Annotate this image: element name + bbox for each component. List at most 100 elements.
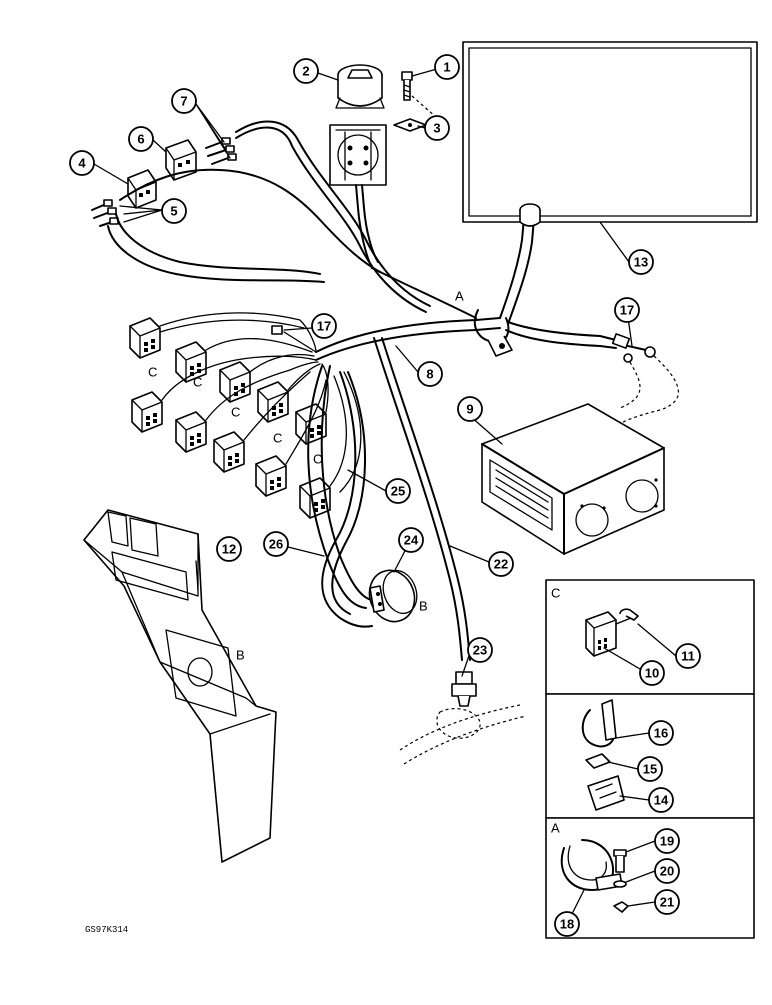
panel-grommet xyxy=(519,203,541,227)
callout-15: 15 xyxy=(637,756,663,782)
relay-connector xyxy=(255,455,287,497)
svg-text:11: 11 xyxy=(681,649,695,664)
label-b: B xyxy=(236,648,245,663)
callout-6: 6 xyxy=(128,126,154,152)
label-a: A xyxy=(455,289,464,304)
callout-2: 2 xyxy=(293,58,319,84)
callout-17-left: 17 xyxy=(311,313,337,339)
callout-7: 7 xyxy=(171,88,197,114)
switch-knob-2 xyxy=(335,64,385,109)
console-12 xyxy=(83,509,277,863)
relay-connector xyxy=(129,317,161,359)
relay-wires xyxy=(159,312,373,628)
svg-text:14: 14 xyxy=(654,793,669,808)
callout-13: 13 xyxy=(628,249,654,275)
svg-text:6: 6 xyxy=(137,132,144,147)
relay-connector xyxy=(257,381,289,423)
callout-14: 14 xyxy=(648,787,674,813)
callout-11: 11 xyxy=(675,643,701,669)
inset-clamp xyxy=(545,817,755,939)
svg-text:13: 13 xyxy=(634,255,648,270)
inset-label-c: C xyxy=(551,586,560,601)
svg-text:18: 18 xyxy=(560,917,574,932)
gauge-24 xyxy=(368,569,418,623)
svg-text:2: 2 xyxy=(302,64,309,79)
label-b: B xyxy=(419,599,428,614)
svg-text:15: 15 xyxy=(643,762,657,777)
connector-4 xyxy=(127,169,157,209)
relay-connector xyxy=(175,411,207,453)
svg-text:19: 19 xyxy=(660,834,674,849)
callout-16: 16 xyxy=(648,720,674,746)
svg-text:22: 22 xyxy=(494,557,508,572)
callout-26: 26 xyxy=(263,531,289,557)
svg-text:23: 23 xyxy=(473,643,487,658)
callout-4: 4 xyxy=(69,150,95,176)
callout-21: 21 xyxy=(654,889,680,915)
svg-text:25: 25 xyxy=(391,484,405,499)
inset-label-a: A xyxy=(551,821,560,836)
cable-22 xyxy=(373,337,471,661)
svg-text:10: 10 xyxy=(645,666,659,681)
svg-text:8: 8 xyxy=(426,367,433,382)
heater-box-9 xyxy=(481,403,665,555)
callout-5: 5 xyxy=(161,198,187,224)
terminals-7 xyxy=(205,137,237,165)
svg-text:7: 7 xyxy=(180,94,187,109)
relay-connector xyxy=(213,431,245,473)
leader-lines xyxy=(93,68,677,913)
drawing-reference: GS97K314 xyxy=(85,925,128,935)
callout-25: 25 xyxy=(385,478,411,504)
sensor-23 xyxy=(451,671,477,707)
callout-10: 10 xyxy=(639,660,665,686)
label-c: C xyxy=(273,431,282,446)
callout-17-right: 17 xyxy=(614,297,640,323)
connector-6 xyxy=(165,139,197,181)
callout-12: 12 xyxy=(216,536,242,562)
label-c: C xyxy=(148,365,157,380)
svg-text:24: 24 xyxy=(404,533,419,548)
svg-text:3: 3 xyxy=(433,121,440,136)
callout-9: 9 xyxy=(457,396,483,422)
callout-8: 8 xyxy=(417,361,443,387)
relay-connector xyxy=(131,391,163,433)
svg-text:12: 12 xyxy=(222,542,236,557)
letter-labels: A C C C C C B B C A xyxy=(148,289,560,836)
terminals-5 xyxy=(91,199,119,227)
callout-24: 24 xyxy=(398,527,424,553)
callout-22: 22 xyxy=(488,551,514,577)
svg-text:5: 5 xyxy=(170,204,177,219)
svg-text:26: 26 xyxy=(269,537,283,552)
svg-text:1: 1 xyxy=(443,60,450,75)
label-c: C xyxy=(193,375,202,390)
relay-connector xyxy=(219,361,251,403)
svg-text:17: 17 xyxy=(620,303,634,318)
relay-connector xyxy=(299,477,331,519)
svg-text:16: 16 xyxy=(654,726,668,741)
svg-text:9: 9 xyxy=(466,402,473,417)
terminal-17-right xyxy=(606,333,679,449)
panel-13 xyxy=(462,41,758,223)
label-c: C xyxy=(313,452,322,467)
label-c: C xyxy=(231,405,240,420)
svg-text:21: 21 xyxy=(660,895,674,910)
svg-text:17: 17 xyxy=(317,319,331,334)
callout-19: 19 xyxy=(654,828,680,854)
bracket-3 xyxy=(393,118,427,132)
inset-connector xyxy=(545,579,755,695)
callout-1: 1 xyxy=(434,54,460,80)
callout-3: 3 xyxy=(424,115,450,141)
callout-23: 23 xyxy=(467,637,493,663)
clamp-a-installed xyxy=(473,309,513,357)
svg-text:20: 20 xyxy=(660,864,674,879)
callout-20: 20 xyxy=(654,858,680,884)
svg-text:4: 4 xyxy=(78,156,86,171)
harness-8 xyxy=(107,120,617,361)
callout-18: 18 xyxy=(554,911,580,937)
relay-connector-cluster xyxy=(129,317,331,519)
switch-housing xyxy=(329,124,387,186)
callouts: 1 2 3 4 5 6 7 8 9 10 11 12 13 14 15 16 1… xyxy=(69,54,701,937)
bolt-1 xyxy=(401,71,413,101)
